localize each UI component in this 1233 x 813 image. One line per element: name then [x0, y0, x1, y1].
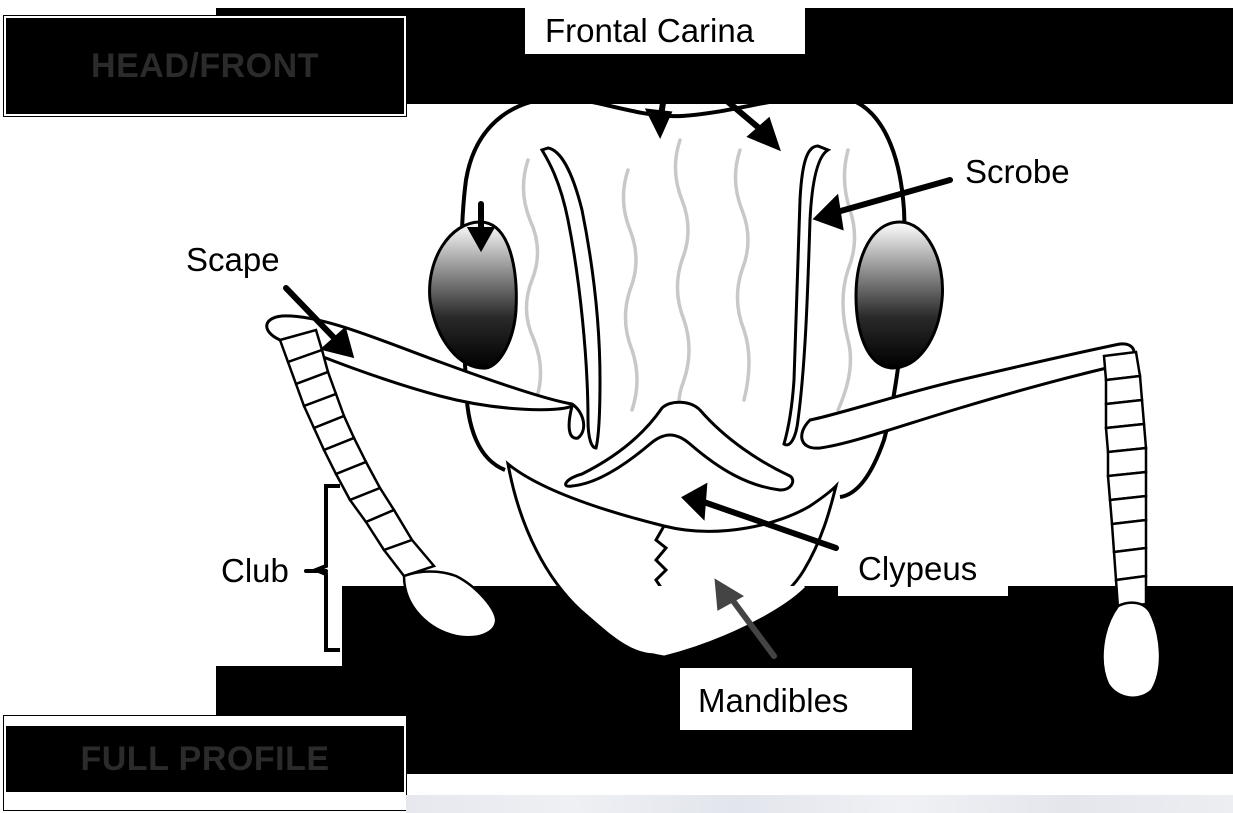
scrobe-right [784, 146, 828, 445]
right-club-tip [1103, 603, 1161, 698]
full-profile-tab[interactable]: FULL PROFILE [4, 716, 406, 810]
mandibles-label: Mandibles [698, 684, 848, 717]
scape-label: Scape [186, 243, 280, 276]
club-gap-bg [216, 586, 342, 666]
right-funiculus [1103, 352, 1161, 698]
scrobe-label: Scrobe [965, 155, 1070, 188]
full-profile-tab-label: FULL PROFILE [80, 740, 329, 779]
left-compound-eye [430, 222, 517, 368]
right-compound-eye [856, 222, 943, 368]
club-label: Club [221, 554, 289, 587]
image-edge-texture [406, 795, 1233, 813]
head-front-tab[interactable]: HEAD/FRONT [4, 16, 406, 116]
clypeus-label: Clypeus [858, 552, 977, 585]
head-front-tab-label: HEAD/FRONT [91, 47, 319, 86]
frontal-carina-label: Frontal Carina [545, 14, 754, 47]
